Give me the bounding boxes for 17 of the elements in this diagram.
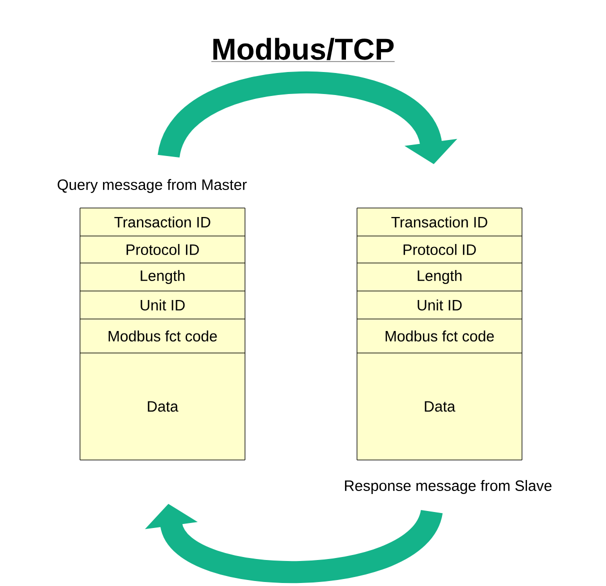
field-cell: Data [356, 352, 522, 460]
edge-label: Query message from Master [56, 178, 248, 194]
message-frame [80, 208, 246, 460]
field-cell: Protocol ID [80, 236, 246, 264]
field-cell: Protocol ID [356, 236, 522, 264]
field-cell: Data [80, 352, 246, 460]
field-cell: Length [80, 262, 246, 292]
field-cell: Transaction ID [80, 208, 246, 236]
field-cell: Modbus fct code [356, 318, 522, 354]
field-cell: Transaction ID [356, 208, 522, 236]
field-cell: Unit ID [356, 290, 522, 320]
field-cell: Length [356, 262, 522, 292]
field-cell: Unit ID [80, 290, 246, 320]
edge-label: Response message from Slave [342, 479, 554, 495]
message-frame [356, 208, 522, 460]
field-cell: Modbus fct code [80, 318, 246, 354]
title: Modbus/TCP [211, 38, 395, 62]
